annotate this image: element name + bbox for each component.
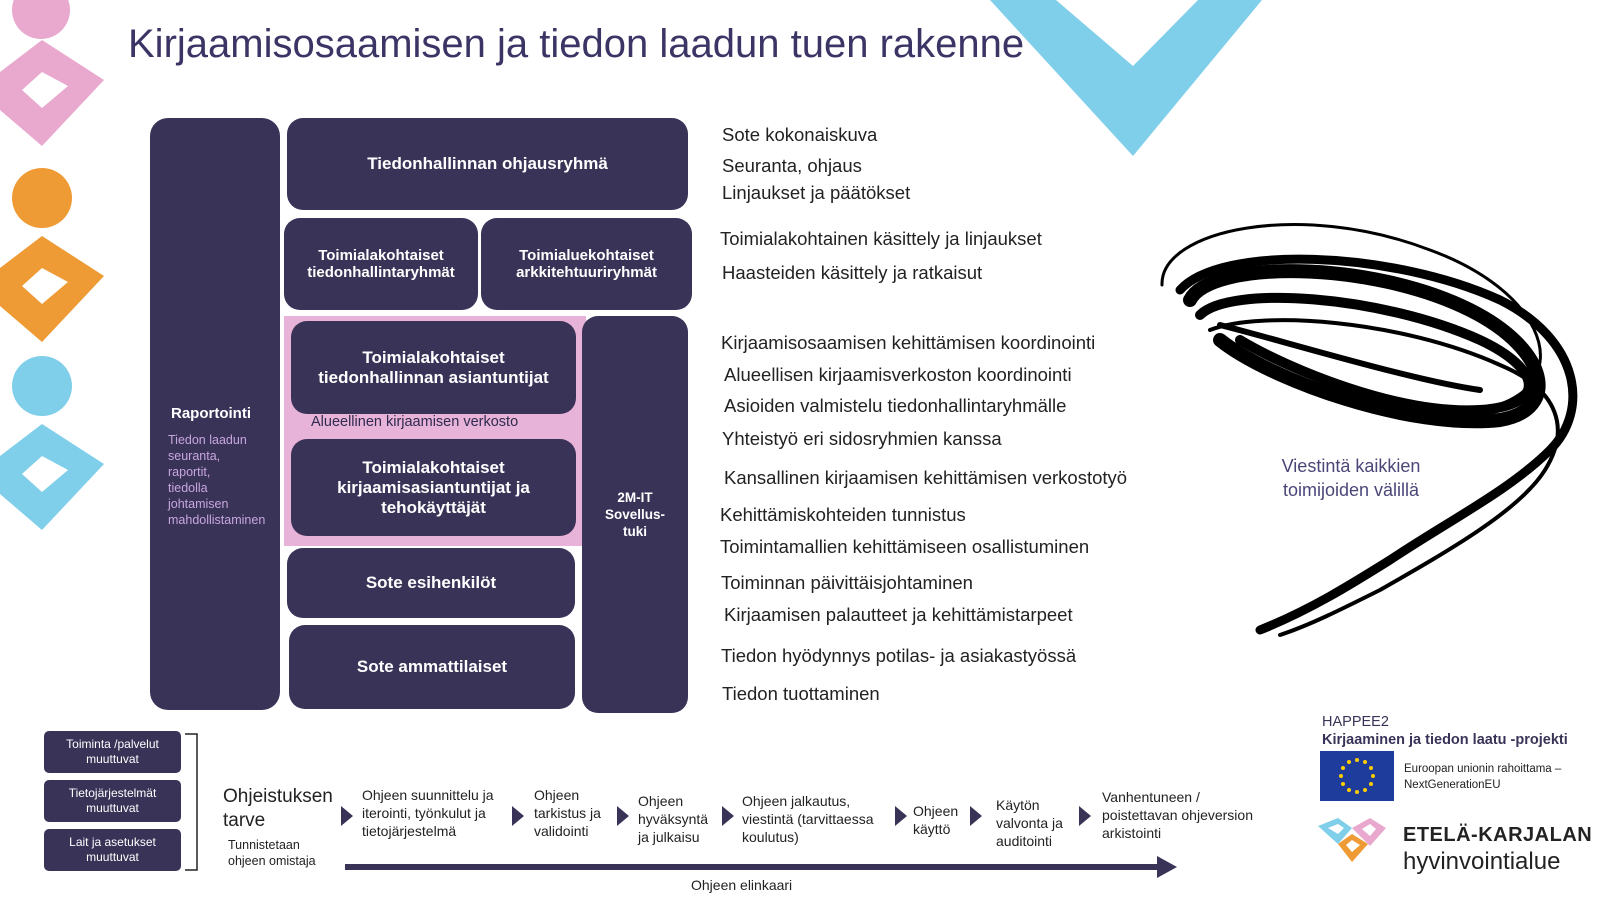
process-step: Vanhentuneen / poistettavan ohjeversion … [1102,789,1253,841]
pink-diamond [0,40,104,146]
pink-circle [12,0,70,39]
chevron-decoration [990,0,1262,156]
description-item: Toiminnan päivittäisjohtaminen [721,572,973,593]
network-label: Alueellinen kirjaamisen verkosto [311,414,519,430]
organization-logo-icon [1318,818,1386,862]
description-item: Kehittämiskohteiden tunnistus [720,504,966,525]
orange-circle [12,168,72,228]
lifecycle-label: Ohjeen elinkaari [691,877,793,893]
description-item: Linjaukset ja päätökset [722,182,911,203]
box-kirjaamisasiantuntijat: Toimialakohtaiset kirjaamisasiantuntijat… [291,439,576,536]
step-arrow-icon [617,806,629,826]
page-title: Kirjaamisosaamisen ja tiedon laadun tuen… [128,22,1025,66]
description-item: Tiedon hyödynnys potilas- ja asiakastyös… [721,645,1077,666]
box-asiantuntijat-label: Toimialakohtaiset tiedonhallinnan asiant… [318,347,549,387]
process-step: Ohjeen hyväksyntä ja julkaisu [638,793,709,845]
box-sovellustuki: 2M-IT Sovellus-tuki [582,316,688,713]
description-item: Sote kokonaiskuva [722,124,878,145]
eu-funding-text: Euroopan unionin rahoittama – NextGenera… [1404,763,1562,791]
project-name: HAPPEE2 [1322,714,1389,730]
description-item: Kansallinen kirjaamisen kehittämisen ver… [724,467,1128,488]
need-title: Ohjeistuksen tarve [223,786,333,831]
description-item: Kirjaamisen palautteet ja kehittämistarp… [724,604,1073,625]
process-step: Käytön valvonta ja auditointi [996,797,1063,849]
decorative-shapes [0,0,104,530]
box-sovellustuki-label: 2M-IT Sovellus-tuki [604,490,666,539]
box-arkkitehtuuriryhmat-label: Toimialuekohtaiset arkkitehtuuriryhmät [516,247,657,281]
blue-circle [12,356,72,416]
step-arrow-icon [341,806,353,826]
step-arrow-icon [970,806,982,826]
step-arrow-icon [512,806,524,826]
process-step: Ohjeen tarkistus ja validointi [534,787,601,839]
step-arrow-icon [1079,806,1091,826]
eu-flag-icon [1320,751,1394,801]
description-item: Haasteiden käsittely ja ratkaisut [722,262,983,283]
box-tiedonhallintaryhmat: Toimialakohtaiset tiedonhallintaryhmät [284,218,478,310]
box-kirjaamisasiantuntijat-label: Toimialakohtaiset kirjaamisasiantuntijat… [337,457,530,517]
organization-name-line1: ETELÄ-KARJALAN [1403,824,1593,846]
project-subtitle: Kirjaaminen ja tiedon laatu -projekti [1322,732,1568,748]
step-arrow-icon [895,806,907,826]
lifecycle-arrow [345,856,1177,878]
box-tiedonhallintaryhmat-label: Toimialakohtaiset tiedonhallintaryhmät [307,247,455,281]
reporting-title: Raportointi [171,405,251,422]
blue-diamond [0,424,104,530]
organization-name-line2: hyvinvointialue [1403,848,1561,875]
box-ohjausryhma: Tiedonhallinnan ohjausryhmä [287,118,688,210]
trigger-box: Tietojärjestelmät muuttuvat [44,780,181,822]
box-ammattilaiset: Sote ammattilaiset [289,625,575,709]
trigger-box: Toiminta /palvelut muuttuvat [44,731,181,773]
process-step: Ohjeen käyttö [913,803,959,837]
description-item: Yhteistyö eri sidosryhmien kanssa [722,428,1002,449]
box-ohjausryhma-label: Tiedonhallinnan ohjausryhmä [367,154,608,173]
description-item: Toimintamallien kehittämiseen osallistum… [720,536,1090,557]
swirl-label: Viestintä kaikkien toimijoiden välillä [1281,456,1421,500]
description-item: Asioiden valmistelu tiedonhallintaryhmäl… [724,395,1067,416]
step-arrow-icon [722,806,734,826]
box-arkkitehtuuriryhmat: Toimialuekohtaiset arkkitehtuuriryhmät [481,218,692,310]
box-esihenkilot: Sote esihenkilöt [287,548,575,618]
orange-diamond [0,236,104,342]
process-step: Ohjeen suunnittelu ja iterointi, työnkul… [362,787,494,839]
process-step: Ohjeen jalkautus, viestintä (tarvittaess… [742,793,874,845]
need-subtitle: Tunnistetaan ohjeen omistaja [228,838,316,868]
box-ammattilaiset-label: Sote ammattilaiset [356,657,508,676]
trigger-box: Lait ja asetukset muuttuvat [44,829,181,871]
description-item: Toimialakohtainen käsittely ja linjaukse… [720,228,1042,249]
reporting-subtitle: Tiedon laadun seuranta, raportit, tiedol… [168,433,266,527]
description-item: Alueellisen kirjaamisverkoston koordinoi… [724,364,1072,385]
trigger-bracket [185,733,198,871]
communication-swirl-graphic [1160,223,1578,637]
box-esihenkilot-label: Sote esihenkilöt [365,573,497,592]
description-item: Tiedon tuottaminen [722,683,880,704]
box-asiantuntijat: Toimialakohtaiset tiedonhallinnan asiant… [291,321,576,414]
description-item: Kirjaamisosaamisen kehittämisen koordino… [721,332,1096,353]
description-item: Seuranta, ohjaus [722,155,862,176]
reporting-column [150,118,280,710]
